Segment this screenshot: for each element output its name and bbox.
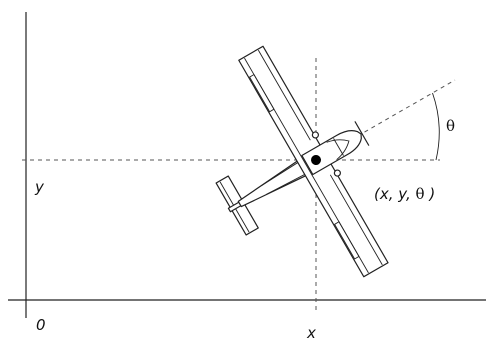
y-label: y [34, 178, 45, 196]
aircraft-icon [215, 45, 389, 278]
theta-label: θ [446, 117, 455, 135]
wheel-left [311, 131, 319, 139]
position-marker [311, 155, 321, 165]
theta-arc [432, 92, 440, 161]
wheel-right [333, 169, 341, 177]
origin-label: 0 [36, 316, 46, 334]
propeller [354, 121, 370, 146]
pose-label: (x, y, θ ) [374, 185, 435, 203]
x-label: x [306, 324, 316, 342]
